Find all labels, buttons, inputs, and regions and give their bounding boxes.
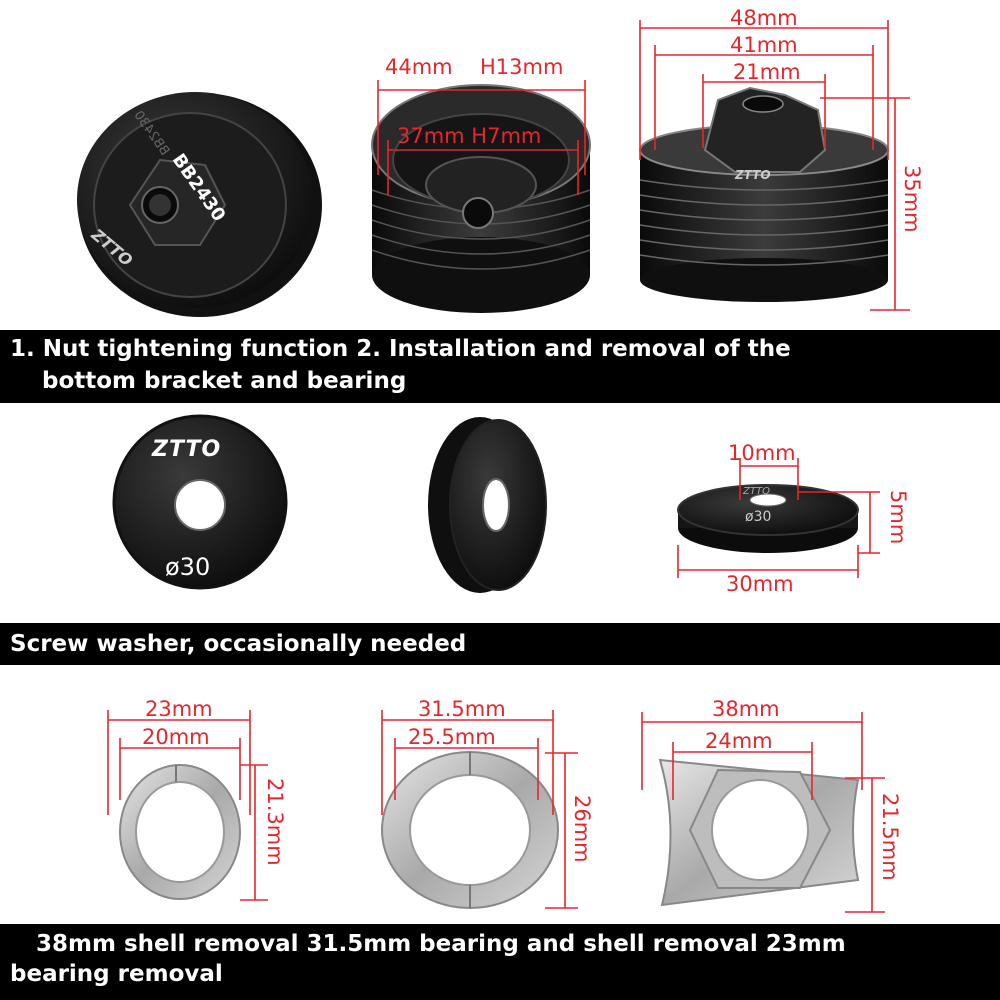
- washer-side: [428, 417, 547, 593]
- caption-1-line-1: 1. Nut tightening function 2. Installati…: [10, 336, 791, 362]
- washer-flat: [677, 484, 859, 553]
- caption-3-line-1: 38mm shell removal 31.5mm bearing and sh…: [36, 931, 846, 957]
- caption-3-line-2: bearing removal: [10, 961, 223, 987]
- ring2-inner-dim: 25.5mm: [408, 725, 496, 749]
- caption-banner-3: 38mm shell removal 31.5mm bearing and sh…: [0, 924, 1000, 1000]
- socket-cup: [371, 84, 591, 313]
- ring1-outer-dim: 23mm: [145, 697, 213, 721]
- washer-front: [112, 414, 288, 590]
- cup-height-dim: H13mm: [480, 55, 564, 79]
- ring-31mm: [381, 751, 559, 909]
- ring3-inner-dim: 24mm: [705, 729, 773, 753]
- washer-hole-dim: 10mm: [728, 441, 796, 465]
- nut-height-dim: 35mm: [900, 165, 924, 233]
- caption-banner-2: Screw washer, occasionally needed: [0, 623, 1000, 665]
- caption-2-line: Screw washer, occasionally needed: [10, 631, 467, 657]
- washer-brand-logo: ZTTO: [152, 437, 222, 462]
- nut-d1-dim: 48mm: [730, 6, 798, 30]
- ring-23mm: [119, 764, 241, 900]
- ring2-outer-dim: 31.5mm: [418, 697, 506, 721]
- socket-nut: [639, 86, 889, 302]
- washer-size-label: ø30: [165, 553, 211, 581]
- cup-inner-dim: 37mm H7mm: [397, 124, 542, 148]
- washer-diameter-dim: 30mm: [726, 572, 794, 596]
- ring3-height-dim: 21.5mm: [878, 793, 902, 881]
- nut-d2-dim: 41mm: [730, 33, 798, 57]
- ring2-height-dim: 26mm: [570, 795, 594, 863]
- socket-bb2430: [77, 92, 322, 317]
- washer-flat-size: ø30: [745, 509, 772, 525]
- ring1-inner-dim: 20mm: [142, 725, 210, 749]
- ring-38mm: [658, 758, 860, 907]
- ring3-outer-dim: 38mm: [712, 697, 780, 721]
- washer-thickness-dim: 5mm: [886, 490, 910, 545]
- nut-d3-dim: 21mm: [733, 60, 801, 84]
- nut-brand-logo: ZTTO: [735, 168, 771, 182]
- dimension-lines: [107, 20, 910, 913]
- washer-flat-brand: ZTTO: [743, 486, 770, 497]
- caption-banner-1: 1. Nut tightening function 2. Installati…: [0, 330, 1000, 403]
- cup-outer-dim: 44mm: [385, 55, 453, 79]
- ring1-height-dim: 21.3mm: [263, 778, 287, 866]
- caption-1-line-2: bottom bracket and bearing: [42, 368, 407, 394]
